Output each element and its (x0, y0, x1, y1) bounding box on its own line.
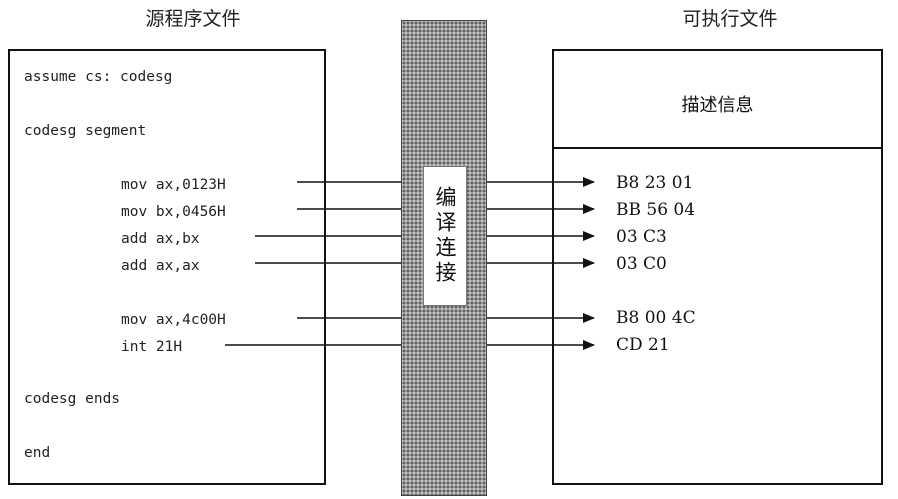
code-line-segment: codesg segment (24, 123, 147, 139)
code-line-add-ax-bx: add ax,bx (121, 231, 200, 247)
machine-code-1: B8 23 01 (616, 173, 694, 193)
executable-body-box: B8 23 01 BB 56 04 03 C3 03 C0 B8 00 4C C… (552, 147, 883, 485)
code-line-ends: codesg ends (24, 391, 121, 407)
description-info-label: 描述信息 (681, 95, 754, 116)
machine-code-2: BB 56 04 (616, 200, 696, 220)
source-file-title: 源程序文件 (145, 8, 241, 30)
machine-code-5: B8 00 4C (616, 308, 696, 328)
compile-link-label: 编译连接 (433, 186, 457, 286)
source-file-box: assume cs: codesg codesg segment mov ax,… (8, 49, 326, 485)
code-line-assume: assume cs: codesg (24, 69, 173, 85)
code-line-int-21h: int 21H (121, 339, 183, 355)
executable-header-box: 描述信息 (552, 49, 883, 149)
code-line-add-ax-ax: add ax,ax (121, 258, 200, 274)
code-line-mov-bx: mov bx,0456H (121, 204, 226, 220)
machine-code-3: 03 C3 (616, 227, 667, 247)
code-line-end: end (24, 445, 51, 461)
compile-link-box: 编译连接 (423, 166, 467, 306)
compile-link-band (401, 20, 487, 496)
code-line-mov-ax: mov ax,0123H (121, 177, 226, 193)
machine-code-6: CD 21 (616, 335, 670, 355)
machine-code-4: 03 C0 (616, 254, 667, 274)
executable-file-title: 可执行文件 (682, 8, 778, 30)
code-line-mov-ax-4c00: mov ax,4c00H (121, 312, 226, 328)
